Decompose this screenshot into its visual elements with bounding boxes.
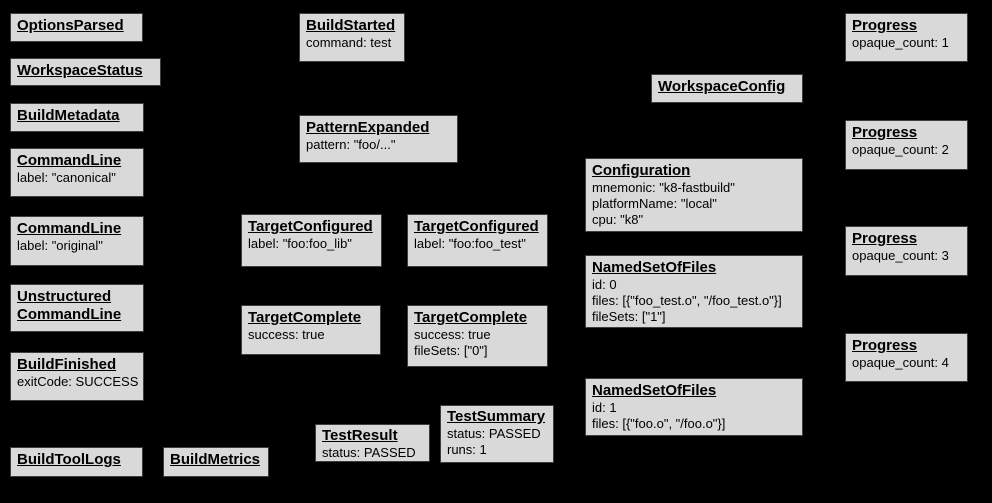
box-title: BuildMetrics [170, 451, 261, 468]
event-box-build-started: BuildStarted command: test [299, 13, 405, 62]
event-box-named-set-of-files-1: NamedSetOfFiles id: 1 files: [{"foo.o", … [585, 378, 803, 436]
box-title: NamedSetOfFiles [592, 259, 717, 276]
event-box-target-complete-foo-test: TargetComplete success: true fileSets: [… [407, 305, 548, 367]
box-field: command: test [306, 35, 392, 50]
box-field: cpu: "k8" [592, 212, 644, 227]
event-box-progress-4: Progress opaque_count: 4 [845, 333, 968, 382]
box-title: BuildMetadata [17, 107, 120, 124]
box-title: Progress [852, 124, 918, 141]
box-title: OptionsParsed [17, 17, 124, 34]
box-title: Configuration [592, 162, 691, 179]
event-box-pattern-expanded: PatternExpanded pattern: "foo/..." [299, 115, 458, 163]
box-title: Progress [852, 337, 918, 354]
event-box-test-result: TestResult status: PASSED [315, 424, 430, 462]
box-title: NamedSetOfFiles [592, 382, 717, 399]
event-box-workspace-status: WorkspaceStatus [10, 58, 161, 86]
box-field: opaque_count: 2 [852, 142, 949, 157]
event-box-build-metrics: BuildMetrics [163, 447, 269, 477]
box-field: label: "foo:foo_test" [414, 236, 526, 251]
box-title: Progress [852, 230, 918, 247]
event-box-named-set-of-files-0: NamedSetOfFiles id: 0 files: [{"foo_test… [585, 255, 803, 328]
box-title: BuildStarted [306, 17, 396, 34]
event-box-target-configured-foo-test: TargetConfigured label: "foo:foo_test" [407, 214, 548, 267]
box-title: TestResult [322, 427, 398, 444]
event-box-command-line-original: CommandLine label: "original" [10, 216, 144, 266]
event-box-build-tool-logs: BuildToolLogs [10, 447, 143, 477]
box-field: id: 0 [592, 277, 617, 292]
event-box-progress-1: Progress opaque_count: 1 [845, 13, 968, 62]
box-title: WorkspaceStatus [17, 62, 143, 79]
box-field: label: "original" [17, 238, 103, 253]
box-field: success: true [248, 327, 325, 342]
box-field: platformName: "local" [592, 196, 717, 211]
event-box-workspace-config: WorkspaceConfig [651, 74, 803, 103]
box-field: success: true [414, 327, 491, 342]
event-box-unstructured-command-line: Unstructured CommandLine [10, 284, 144, 332]
box-title: TargetComplete [414, 309, 528, 326]
event-box-options-parsed: OptionsParsed [10, 13, 143, 42]
box-title: CommandLine [17, 152, 122, 169]
box-field: label: "canonical" [17, 170, 116, 185]
box-title: BuildToolLogs [17, 451, 121, 468]
box-field: mnemonic: "k8-fastbuild" [592, 180, 735, 195]
box-title: TargetConfigured [414, 218, 539, 235]
box-field: runs: 1 [447, 442, 487, 457]
box-title: TestSummary [447, 408, 546, 425]
box-field: status: PASSED [447, 426, 541, 441]
box-field: fileSets: ["1"] [592, 309, 666, 324]
box-field: exitCode: SUCCESS [17, 374, 139, 389]
box-title: CommandLine [17, 220, 122, 237]
event-box-build-metadata: BuildMetadata [10, 103, 144, 132]
box-title: Unstructured CommandLine [17, 288, 122, 323]
box-field: status: PASSED [322, 445, 416, 460]
event-box-progress-3: Progress opaque_count: 3 [845, 226, 968, 276]
box-title: Progress [852, 17, 918, 34]
box-field: opaque_count: 1 [852, 35, 949, 50]
event-box-target-complete-foo-lib: TargetComplete success: true [241, 305, 381, 355]
box-field: opaque_count: 4 [852, 355, 949, 370]
event-box-configuration: Configuration mnemonic: "k8-fastbuild" p… [585, 158, 803, 232]
box-field: files: [{"foo_test.o", "/foo_test.o"}] [592, 293, 782, 308]
event-box-command-line-canonical: CommandLine label: "canonical" [10, 148, 144, 197]
box-field: fileSets: ["0"] [414, 343, 488, 358]
box-field: label: "foo:foo_lib" [248, 236, 352, 251]
event-box-progress-2: Progress opaque_count: 2 [845, 120, 968, 170]
event-box-target-configured-foo-lib: TargetConfigured label: "foo:foo_lib" [241, 214, 382, 267]
box-field: pattern: "foo/..." [306, 137, 396, 152]
box-field: id: 1 [592, 400, 617, 415]
box-field: files: [{"foo.o", "/foo.o"}] [592, 416, 726, 431]
box-title: WorkspaceConfig [658, 78, 786, 95]
box-title: TargetComplete [248, 309, 362, 326]
box-field: opaque_count: 3 [852, 248, 949, 263]
event-box-build-finished: BuildFinished exitCode: SUCCESS [10, 352, 144, 401]
box-title: TargetConfigured [248, 218, 373, 235]
event-box-test-summary: TestSummary status: PASSED runs: 1 [440, 405, 554, 463]
box-title: PatternExpanded [306, 119, 430, 136]
box-title: BuildFinished [17, 356, 117, 373]
